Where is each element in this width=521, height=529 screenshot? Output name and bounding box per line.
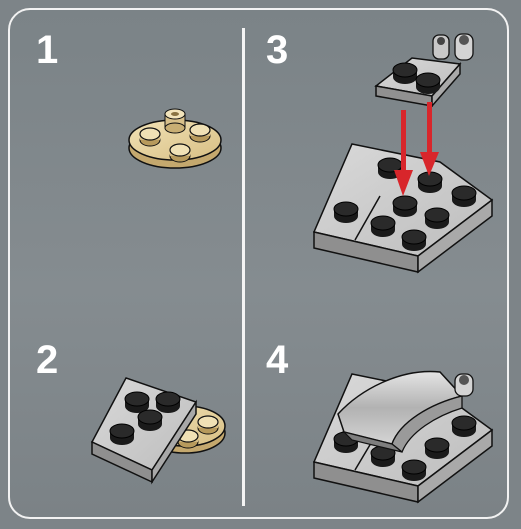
wedge-plate-icon	[90, 377, 226, 485]
slope-piece-icon	[312, 370, 494, 504]
step-number-2: 2	[36, 338, 59, 382]
red-arrow-icon	[394, 102, 439, 196]
round-tan-plate-icon	[128, 108, 222, 169]
step-number-1: 1	[36, 28, 59, 72]
step-number-3: 3	[266, 28, 289, 72]
wedge-base-plate-icon	[312, 143, 494, 274]
plate-with-clip-icon	[374, 33, 474, 108]
step-number-4: 4	[266, 338, 289, 382]
panel-divider	[242, 28, 245, 506]
